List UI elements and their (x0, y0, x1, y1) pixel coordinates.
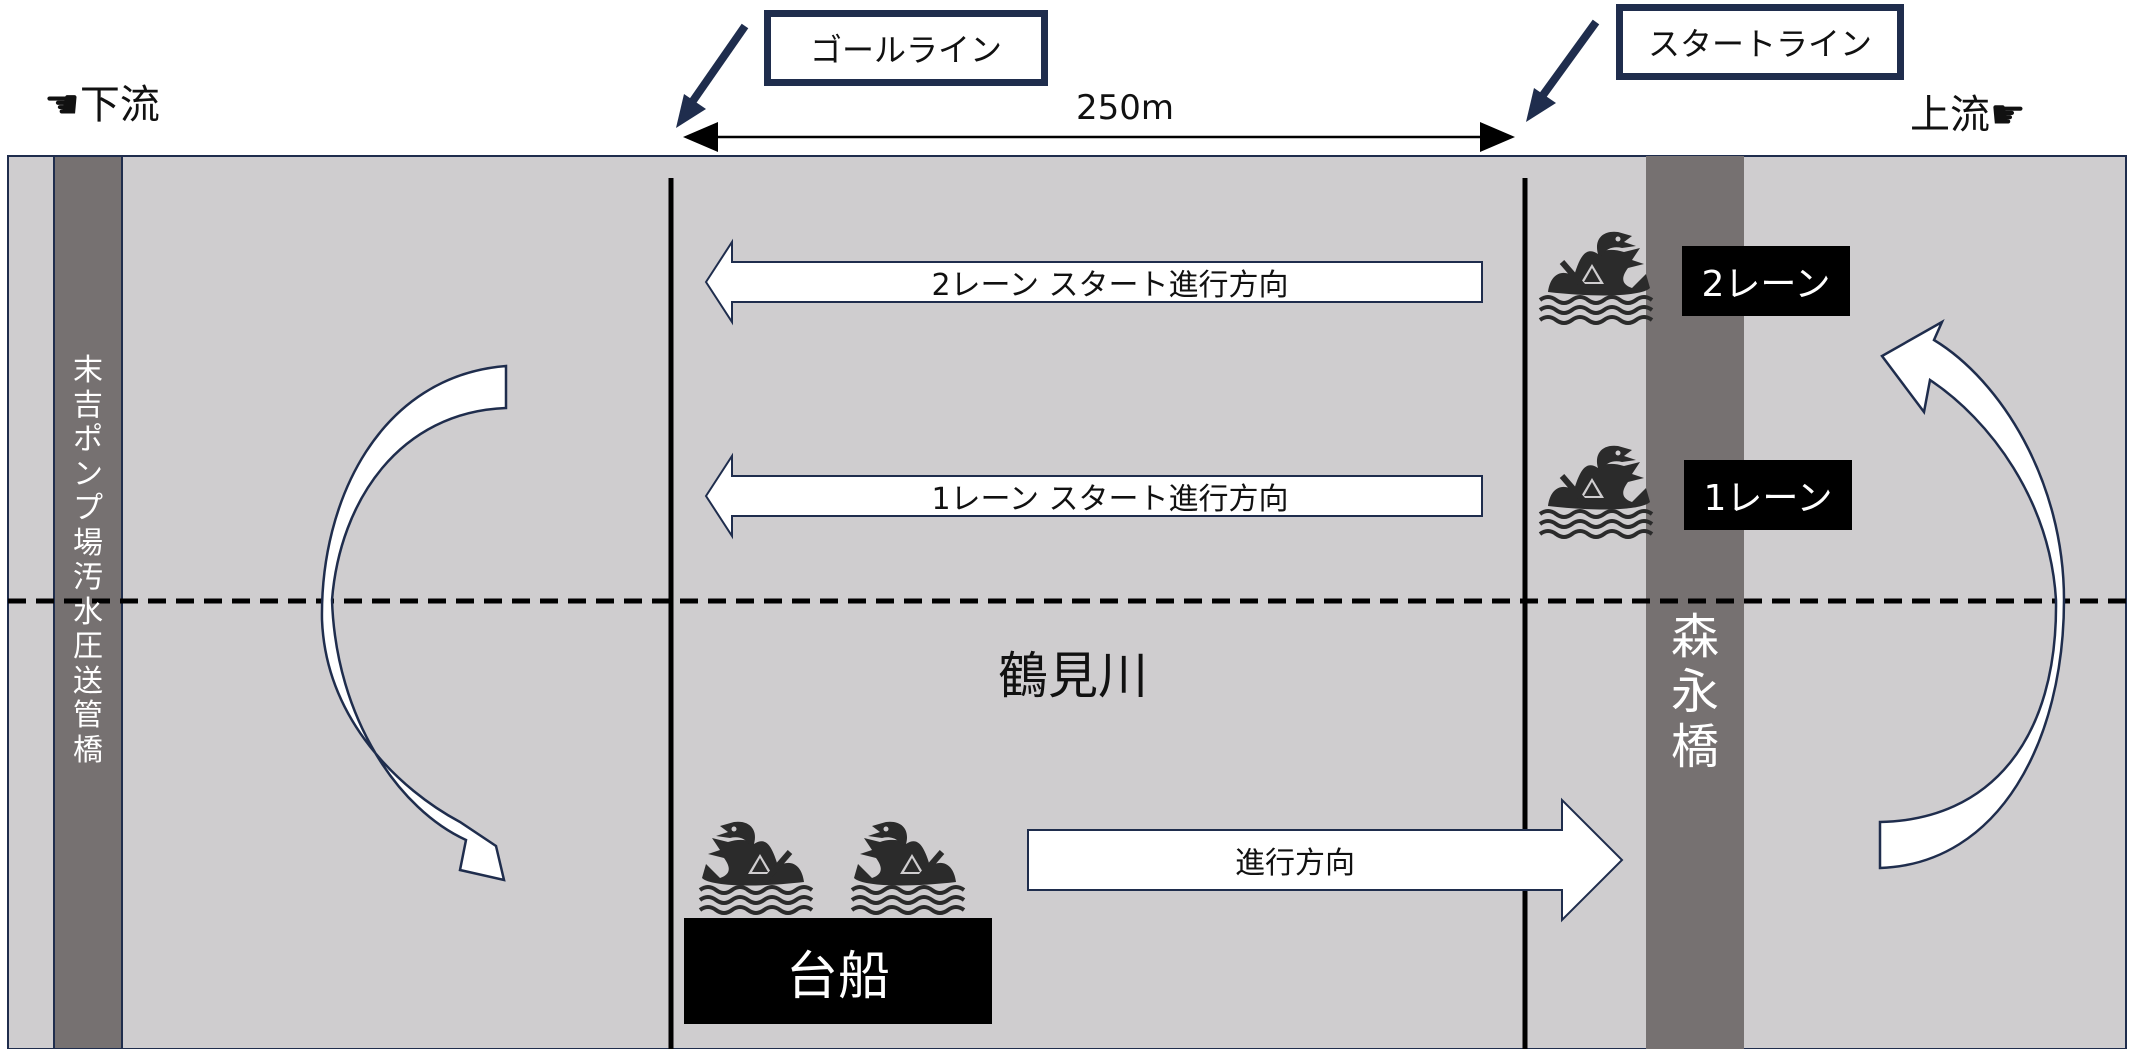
start-line-label: スタートライン (1616, 4, 1904, 80)
downstream-label: ☚下流 (44, 82, 160, 128)
lane1-start-arrow (704, 452, 1483, 540)
start-pointer-arrow (1526, 19, 1600, 122)
lane1-tag: 1レーン (1684, 460, 1852, 530)
goal-pointer-arrow (676, 23, 749, 128)
left-uturn-arrow (320, 364, 508, 882)
goal-line-label: ゴールライン (764, 10, 1048, 86)
lane2-start-arrow (704, 238, 1483, 326)
distance-label: 250m (1076, 88, 1175, 128)
left-bridge-name: 末 吉 ポ ン プ 場 汚 水 圧 送 管 橋 (73, 353, 103, 768)
barge (684, 918, 992, 1024)
lane2-tag: 2レーン (1682, 246, 1850, 316)
lane2-arrow-label: 2レーン スタート進行方向 (931, 268, 1289, 303)
forward-arrow-label: 進行方向 (1235, 846, 1355, 881)
upstream-label: 上流☛ (1910, 92, 2026, 138)
right-bridge-name: 森 永 橋 (1670, 609, 1719, 776)
lane1-arrow-label: 1レーン スタート進行方向 (931, 482, 1289, 517)
forward-arrow (1027, 797, 1624, 923)
river-name: 鶴見川 (998, 647, 1148, 705)
barge-label: 台船 (785, 946, 890, 1007)
right-uturn-arrow (1878, 319, 2066, 870)
